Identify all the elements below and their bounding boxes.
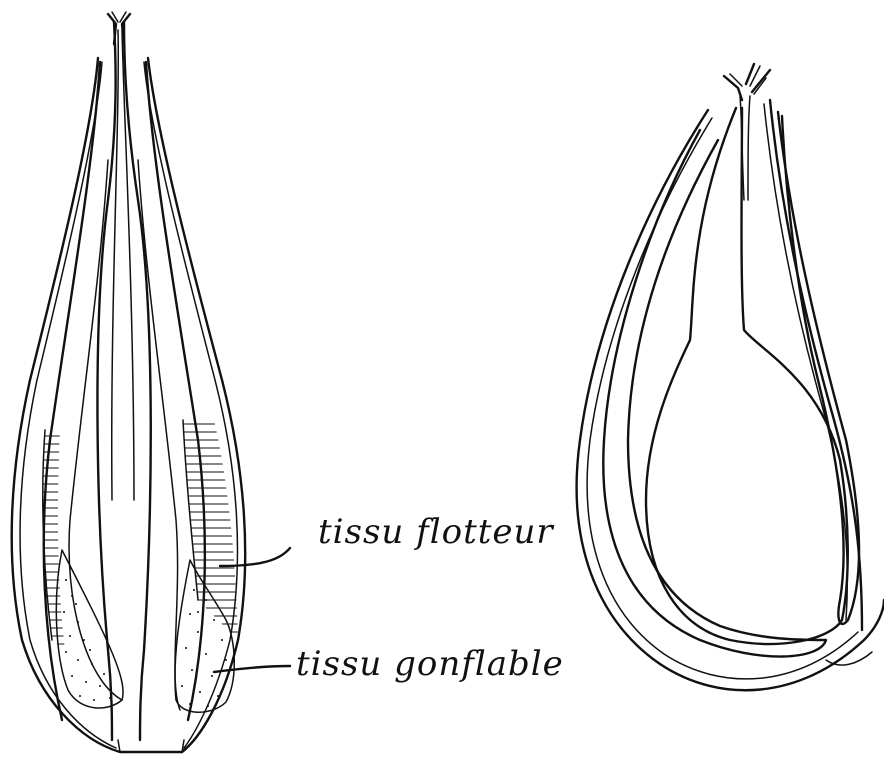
left-section-figure	[12, 12, 245, 752]
label-float-tissue: tissu flotteur	[318, 512, 554, 552]
outer-wall-left	[12, 58, 120, 752]
float-tissue-left	[30, 436, 80, 644]
stigma-left	[108, 14, 130, 44]
central-style-right	[124, 22, 151, 740]
right-section-figure	[577, 64, 884, 690]
leader-inflatable-tissue	[214, 666, 290, 672]
inflatable-tissue-left	[56, 550, 123, 708]
outer-wall-right-fig	[577, 110, 884, 690]
label-inflatable-tissue: tissu gonflable	[296, 644, 564, 684]
leader-float-tissue	[220, 548, 290, 566]
